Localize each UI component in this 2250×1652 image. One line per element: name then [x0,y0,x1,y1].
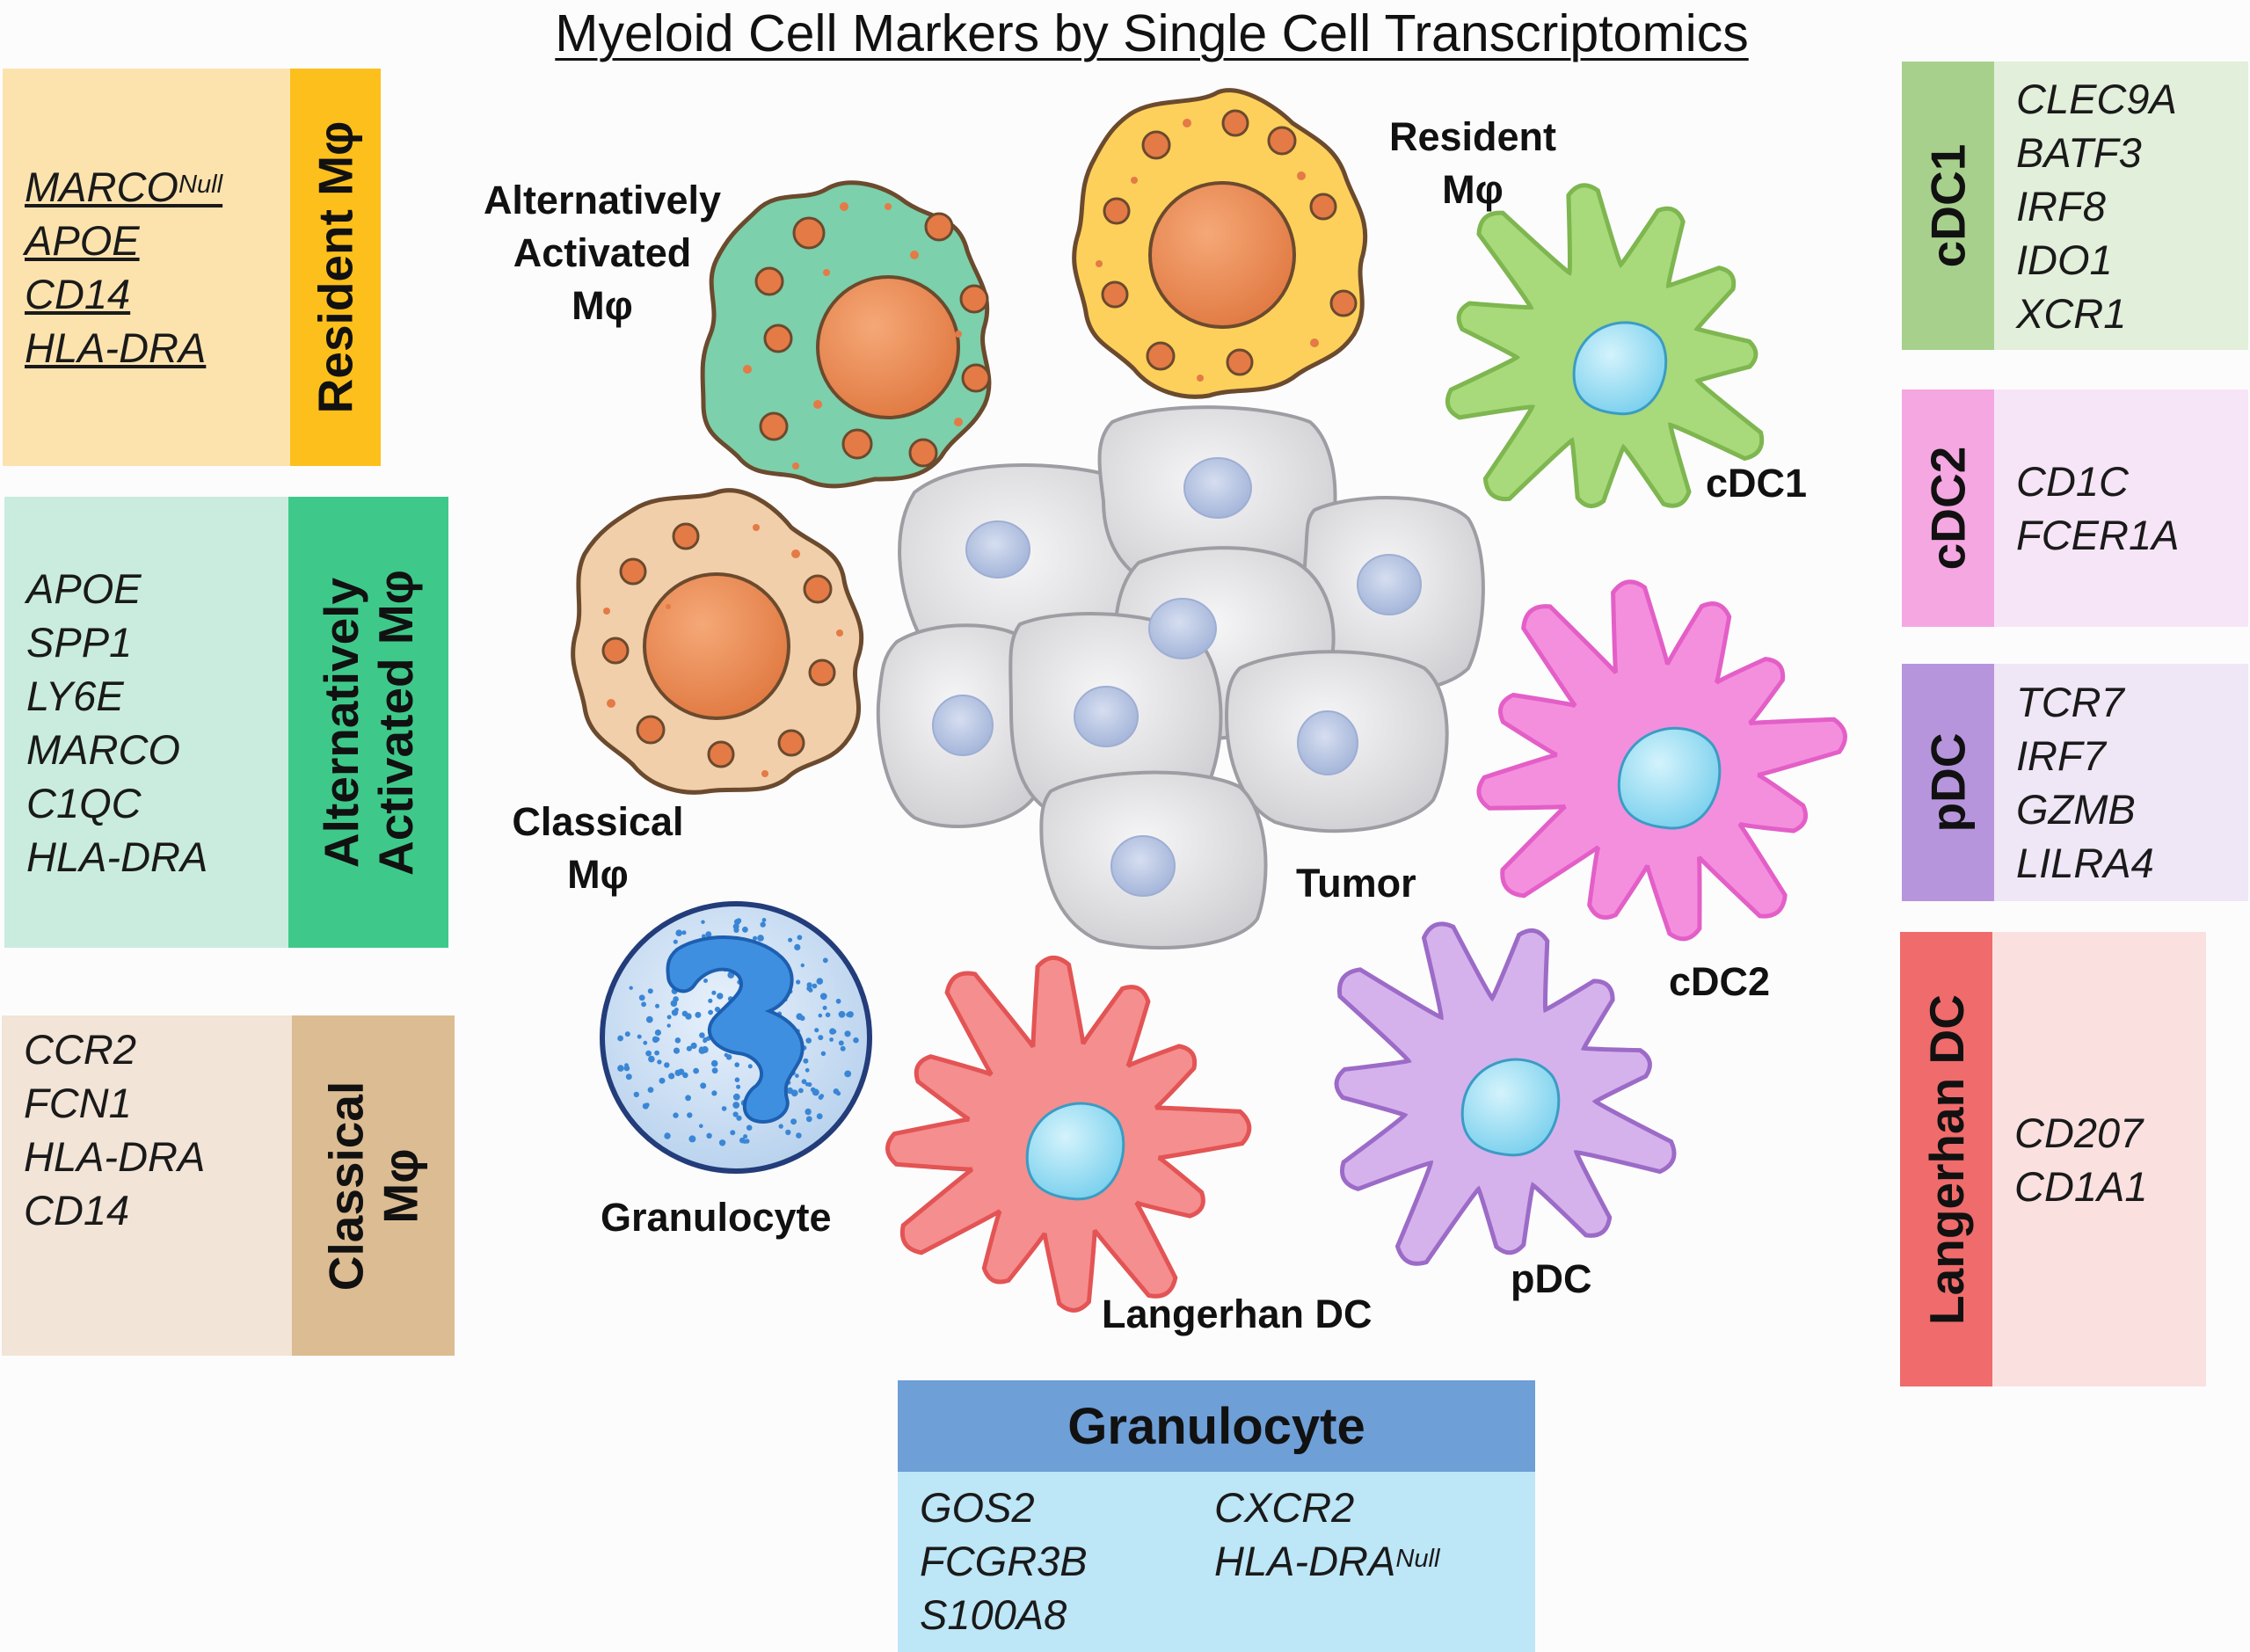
marker-lilra4: LILRA4 [2016,840,2154,886]
label-pdc: pDC [1511,1256,1592,1301]
alt-activated-macrophage [700,180,992,489]
cdc2-heading: cDC2 [1920,446,1976,571]
tumor-nuclei [932,457,1422,897]
langerhan-dc-cell [885,955,1252,1313]
cdc1-cell [1445,183,1765,508]
cdc2-heading-tab: cDC2 [1902,389,1994,627]
marker-tcr7: TCR7 [2016,679,2124,725]
marker-cd1a1: CD1A1 [2014,1162,2148,1210]
cdc1-heading-tab: cDC1 [1902,62,1994,350]
marker-apoe: APOE [25,217,140,264]
marker-marco: MARCONull [25,164,223,210]
pdc-cell [1334,921,1677,1266]
marker-hla-dra-null: HLA-DRANull [1214,1538,1440,1584]
cdc2-panel: cDC2 CD1C FCER1A [1902,389,2248,627]
granulocyte-markers-col1: GOS2 FCGR3B S100A8 [920,1481,1214,1652]
cdc2-cell-nucleus [1617,726,1722,830]
granulocyte-heading: Granulocyte [898,1380,1535,1472]
marker-s100a8: S100A8 [920,1591,1067,1638]
marker-fcgr3b: FCGR3B [920,1538,1088,1584]
pdc-cell-nucleus [1460,1058,1561,1157]
resident-heading: Resident Mφ [308,120,363,414]
marker-cd14: CD14 [24,1187,130,1234]
marker-ly6e: LY6E [26,672,124,719]
marker-clec9a: CLEC9A [2016,75,2177,122]
marker-cd14: CD14 [25,271,131,317]
figure-title: Myeloid Cell Markers by Single Cell Tran… [555,4,1749,62]
pdc-panel: pDC TCR7 IRF7 GZMB LILRA4 [1902,664,2248,901]
cdc1-marker-list: CLEC9A BATF3 IRF8 IDO1 XCR1 [1994,62,2248,350]
resident-macrophage-panel: MARCONull APOE CD14 HLA-DRA Resident Mφ [3,69,381,466]
label-cdc1: cDC1 [1706,461,1808,506]
marker-fcn1: FCN1 [24,1080,132,1126]
langerhan-heading: Langerhan DC [1919,993,1974,1325]
marker-gos2: GOS2 [920,1484,1035,1531]
cdc2-cell [1476,579,1847,942]
classical-marker-list: CCR2 FCN1 HLA-DRA CD14 [2,1015,292,1356]
label-granulocyte: Granulocyte [601,1195,832,1240]
marker-ccr2: CCR2 [24,1026,136,1073]
granulocyte-cell [600,901,872,1174]
pdc-heading-tab: pDC [1902,664,1994,901]
cdc2-marker-list: CD1C FCER1A [1994,389,2248,627]
pdc-marker-list: TCR7 IRF7 GZMB LILRA4 [1994,664,2248,901]
alternative-marker-list: APOE SPP1 LY6E MARCO C1QC HLA-DRA [4,497,288,948]
marker-cd207: CD207 [2014,1109,2144,1156]
granulocyte-markers-col2: CXCR2 HLA-DRANull [1214,1481,1535,1652]
langerhan-marker-list: CD207 CD1A1 [1992,932,2206,1386]
langerhan-heading-tab: Langerhan DC [1900,932,1992,1386]
marker-irf7: IRF7 [2016,732,2106,779]
classical-macrophage [571,488,864,795]
resident-marker-list: MARCONull APOE CD14 HLA-DRA [3,69,290,466]
langerhan-dc-panel: Langerhan DC CD207 CD1A1 [1900,932,2206,1386]
marker-spp1: SPP1 [26,618,133,666]
granulocyte-panel: Granulocyte GOS2 FCGR3B S100A8 CXCR2 HLA… [898,1380,1535,1652]
cdc1-cell-nucleus [1572,321,1668,416]
marker-cxcr2: CXCR2 [1214,1484,1355,1531]
cdc1-heading: cDC1 [1920,143,1976,268]
label-cdc2: cDC2 [1669,959,1771,1004]
marker-apoe: APOE [26,564,142,612]
marker-hla-dra: HLA-DRA [26,833,208,880]
alternative-macrophage-panel: APOE SPP1 LY6E MARCO C1QC HLA-DRA Altern… [4,497,448,948]
marker-cd1c: CD1C [2016,458,2129,505]
resident-heading-tab: Resident Mφ [290,69,381,466]
marker-batf3: BATF3 [2016,128,2142,176]
marker-marco: MARCO [26,725,180,773]
marker-hla-dra: HLA-DRA [24,1133,206,1180]
marker-hla-dra: HLA-DRA [25,324,207,371]
pdc-heading: pDC [1920,732,1976,833]
marker-fcer1a: FCER1A [2016,512,2180,558]
marker-ido1: IDO1 [2016,236,2113,283]
marker-xcr1: XCR1 [2016,289,2127,337]
label-tumor: Tumor [1296,861,1416,906]
langerhan-dc-cell-nucleus [1025,1102,1125,1201]
cdc1-panel: cDC1 CLEC9A BATF3 IRF8 IDO1 XCR1 [1902,62,2248,350]
label-langerhan-dc: Langerhan DC [1102,1292,1373,1336]
marker-gzmb: GZMB [2016,786,2136,833]
resident-macrophage [1072,88,1368,399]
granulocyte-marker-list: GOS2 FCGR3B S100A8 CXCR2 HLA-DRANull [898,1472,1535,1652]
marker-c1qc: C1QC [26,779,142,826]
marker-irf8: IRF8 [2016,182,2106,229]
